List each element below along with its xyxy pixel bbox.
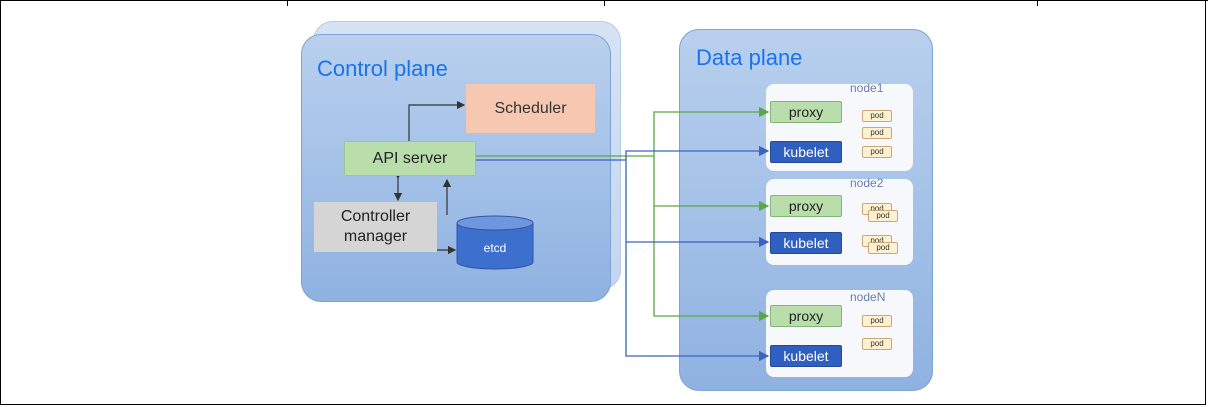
proxy-link-node1 — [653, 106, 770, 156]
kubelet-link-node1 — [625, 145, 770, 160]
controller-manager-box: Controller manager — [314, 202, 437, 252]
node2-pod: pod — [868, 242, 898, 254]
nodeN-kubelet: kubelet — [770, 345, 842, 367]
controller-manager-label-line2: manager — [343, 228, 408, 245]
node2-kubelet: kubelet — [770, 232, 842, 254]
node1-pod: pod — [862, 127, 892, 139]
node1-proxy: proxy — [770, 101, 842, 123]
node2-proxy: proxy — [770, 195, 842, 217]
data-plane-title: Data plane — [696, 45, 803, 70]
etcd-cylinder: etcd — [456, 215, 534, 270]
scheduler-box: Scheduler — [466, 84, 595, 133]
api-server-box: API server — [344, 141, 476, 176]
border-tick — [287, 0, 288, 6]
api-server-label: API server — [372, 149, 448, 167]
nodeN-proxy: proxy — [770, 305, 842, 327]
proxy-link-nodeN — [653, 206, 770, 322]
node1-kubelet: kubelet — [770, 141, 842, 163]
kubelet-link-node2 — [625, 160, 770, 248]
border-tick — [604, 0, 605, 6]
etcd-label: etcd — [484, 241, 507, 255]
controller-manager-label-line1: Controller — [340, 208, 411, 225]
api-to-scheduler-arrow — [404, 100, 466, 149]
node1-pod: pod — [862, 110, 892, 122]
nodeN-label: nodeN — [850, 290, 886, 304]
node2-label: node2 — [850, 176, 884, 190]
nodeN-pod: pod — [862, 338, 892, 350]
border-tick — [1037, 0, 1038, 6]
node1-pod: pod — [862, 146, 892, 158]
nodeN-pod: pod — [862, 315, 892, 327]
kubelet-link-nodeN — [625, 242, 770, 362]
scheduler-label: Scheduler — [494, 99, 567, 117]
node2-pod: pod — [868, 210, 898, 222]
node1-label: node1 — [850, 81, 884, 95]
proxy-link-node2 — [653, 156, 770, 212]
control-plane-title: Control plane — [317, 56, 448, 81]
